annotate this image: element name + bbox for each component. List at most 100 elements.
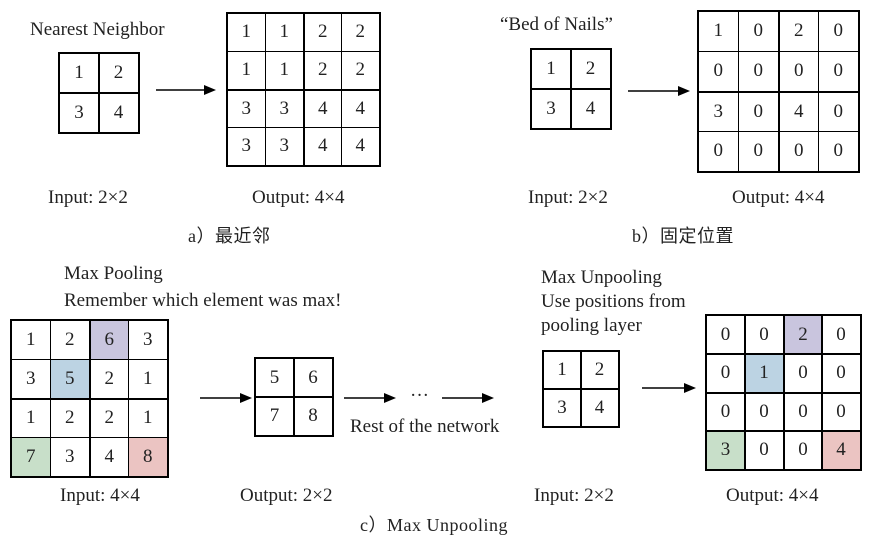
- grid-cell: 0: [784, 431, 821, 469]
- grid-cell: 0: [739, 12, 778, 51]
- grid-cell: 4: [342, 90, 379, 127]
- grid-cell: 0: [779, 132, 818, 171]
- grid-cell: 5: [256, 359, 293, 396]
- max-pooling-note: Remember which element was max!: [64, 290, 342, 311]
- grid-cell: 7: [12, 438, 50, 476]
- grid-cell: 0: [699, 52, 738, 91]
- grid-cell: 0: [819, 52, 858, 91]
- grid-cell: 1: [60, 54, 98, 92]
- grid-cell: 0: [745, 431, 783, 469]
- grid-cell: 3: [266, 128, 303, 165]
- panel-b-input-label: Input: 2×2: [528, 187, 608, 208]
- grid-cell: 1: [228, 52, 265, 89]
- grid-cell: 1: [544, 352, 580, 388]
- grid-cell: 2: [51, 399, 89, 437]
- grid-cell: 1: [12, 321, 50, 359]
- grid-cell: 1: [266, 52, 303, 89]
- ellipsis: ···: [410, 385, 429, 406]
- grid-cell: 4: [99, 93, 138, 132]
- grid-cell: 2: [90, 399, 128, 437]
- grid-cell: 6: [294, 359, 332, 396]
- grid-cell: 2: [342, 14, 379, 51]
- grid-cell: 0: [784, 393, 821, 430]
- grid-cell: 1: [699, 12, 738, 51]
- grid-cell: 2: [51, 321, 89, 359]
- grid-cell: 0: [822, 393, 860, 430]
- grid-cell: 0: [784, 354, 821, 392]
- grid-cell: 1: [129, 399, 167, 437]
- network-arrow-1: [344, 391, 396, 405]
- panel-a-input-label: Input: 2×2: [48, 187, 128, 208]
- grid-cell: 2: [99, 54, 138, 92]
- grid-cell: 0: [819, 92, 858, 131]
- max-unpooling-note-1: Use positions from: [541, 291, 686, 312]
- grid-cell: 0: [819, 12, 858, 51]
- grid-cell: 3: [60, 93, 98, 132]
- grid-cell: 7: [256, 397, 293, 435]
- grid-cell: 4: [822, 431, 860, 469]
- grid-cell: 3: [129, 321, 167, 359]
- grid-cell: 2: [90, 360, 128, 398]
- panel-a-output-label: Output: 4×4: [252, 187, 345, 208]
- panel-c-caption: c）Max Unpooling: [360, 515, 508, 535]
- pool-output-label: Output: 2×2: [240, 485, 333, 506]
- grid-cell: 1: [12, 399, 50, 437]
- grid-cell: 3: [532, 89, 570, 128]
- grid-cell: 2: [304, 52, 341, 89]
- grid-cell: 0: [745, 393, 783, 430]
- grid-cell: 8: [294, 397, 332, 435]
- grid-cell: 4: [304, 128, 341, 165]
- max-unpooling-title: Max Unpooling: [541, 267, 662, 288]
- grid-cell: 0: [745, 316, 783, 353]
- grid-cell: 3: [12, 360, 50, 398]
- grid-cell: 4: [90, 438, 128, 476]
- grid-cell: 5: [51, 360, 89, 398]
- grid-cell: 2: [784, 316, 821, 353]
- grid-cell: 1: [532, 50, 570, 88]
- unpool-output-label: Output: 4×4: [726, 485, 819, 506]
- grid-cell: 0: [707, 393, 744, 430]
- grid-cell: 4: [779, 92, 818, 131]
- grid-cell: 0: [779, 52, 818, 91]
- grid-cell: 4: [581, 389, 618, 426]
- unpool-input-label: Input: 2×2: [534, 485, 614, 506]
- grid-cell: 4: [304, 90, 341, 127]
- grid-cell: 1: [228, 14, 265, 51]
- grid-cell: 0: [739, 132, 778, 171]
- grid-cell: 1: [745, 354, 783, 392]
- grid-cell: 2: [304, 14, 341, 51]
- grid-cell: 0: [822, 354, 860, 392]
- panel-a-arrow: [156, 83, 216, 97]
- grid-cell: 0: [699, 132, 738, 171]
- grid-cell: 3: [544, 389, 580, 426]
- grid-cell: 2: [581, 352, 618, 388]
- panel-b-arrow: [628, 84, 690, 98]
- grid-cell: 3: [228, 90, 265, 127]
- grid-cell: 2: [571, 50, 610, 88]
- grid-cell: 3: [228, 128, 265, 165]
- grid-cell: 0: [707, 354, 744, 392]
- pool-arrow: [200, 391, 252, 405]
- grid-cell: 0: [707, 316, 744, 353]
- grid-cell: 8: [129, 438, 167, 476]
- grid-cell: 3: [699, 92, 738, 131]
- grid-cell: 0: [739, 92, 778, 131]
- unpool-arrow: [642, 381, 696, 395]
- panel-b-output-label: Output: 4×4: [732, 187, 825, 208]
- grid-cell: 3: [707, 431, 744, 469]
- grid-cell: 0: [819, 132, 858, 171]
- grid-cell: 4: [571, 89, 610, 128]
- panel-b-caption: b）固定位置: [632, 226, 734, 246]
- network-arrow-2: [442, 391, 494, 405]
- grid-cell: 0: [739, 52, 778, 91]
- max-pooling-title: Max Pooling: [64, 263, 163, 284]
- grid-cell: 0: [822, 316, 860, 353]
